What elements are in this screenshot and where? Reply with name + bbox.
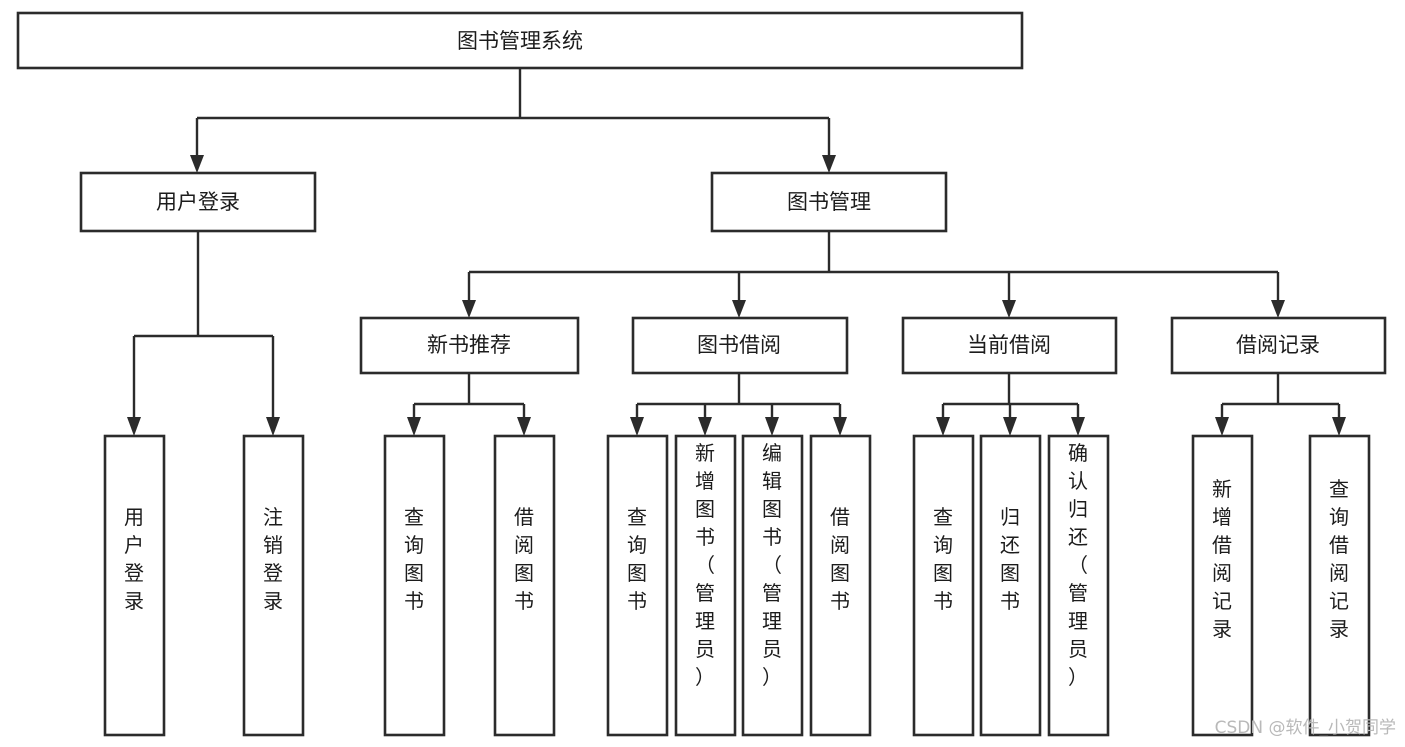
node-root-box[interactable] (16, 11, 1024, 70)
arrow-icon (1003, 417, 1017, 436)
leaf-query-book-3[interactable]: 查询图书 (912, 434, 975, 737)
arrow-icon (1071, 417, 1085, 436)
arrow-icon (1332, 417, 1346, 436)
leaf-query-book-1-label: 查询图书 (404, 505, 424, 613)
leaf-query-book-3-box[interactable] (912, 434, 975, 737)
node-current-borrow-label: 当前借阅 (967, 333, 1051, 357)
leaf-user-login-label: 用户登录 (124, 505, 144, 613)
leaf-edit-book-box[interactable] (741, 434, 804, 737)
leaf-return-book-label: 归还图书 (1000, 505, 1020, 613)
leaf-return-book[interactable]: 归还图书 (979, 434, 1042, 737)
arrow-icon (698, 417, 712, 436)
node-book-manage-box[interactable] (710, 171, 948, 233)
leaf-edit-book-label: 编辑图书（管理员） (762, 441, 782, 689)
arrow-icon (630, 417, 644, 436)
leaf-borrow-book-2[interactable]: 借阅图书 (809, 434, 872, 737)
arrow-icon (462, 300, 476, 318)
leaf-query-record-box[interactable] (1308, 434, 1371, 737)
node-book-manage[interactable]: 图书管理 (710, 171, 948, 233)
leaf-logout-label: 注销登录 (263, 505, 283, 613)
node-book-borrow-box[interactable] (631, 316, 849, 375)
node-current-borrow[interactable]: 当前借阅 (901, 316, 1118, 375)
node-borrow-record-box[interactable] (1170, 316, 1387, 375)
leaf-add-book[interactable]: 新增图书（管理员） (674, 434, 737, 737)
leaf-add-book-box[interactable] (674, 434, 737, 737)
node-borrow-record-label: 借阅记录 (1236, 333, 1320, 357)
arrow-icon (833, 417, 847, 436)
leaf-query-book-1[interactable]: 查询图书 (383, 434, 446, 737)
leaf-borrow-book-1[interactable]: 借阅图书 (493, 434, 556, 737)
leaf-confirm-return[interactable]: 确认归还（管理员） (1047, 434, 1110, 737)
arrow-icon (1002, 300, 1016, 318)
node-new-book-rec-label: 新书推荐 (427, 333, 511, 357)
leaf-add-book-label: 新增图书（管理员） (695, 441, 715, 689)
arrow-icon (936, 417, 950, 436)
node-user-login-box[interactable] (79, 171, 317, 233)
node-user-login-label: 用户登录 (156, 190, 240, 214)
leaf-query-book-3-label: 查询图书 (933, 505, 953, 613)
leaf-add-record[interactable]: 新增借阅记录 (1191, 434, 1254, 737)
leaf-return-book-box[interactable] (979, 434, 1042, 737)
connector-newbook-to-leaves (407, 373, 531, 436)
node-new-book-rec-box[interactable] (359, 316, 580, 375)
arrow-icon (127, 417, 141, 436)
leaf-add-record-label: 新增借阅记录 (1212, 477, 1232, 641)
leaf-borrow-book-1-label: 借阅图书 (514, 505, 534, 613)
arrow-icon (732, 300, 746, 318)
watermark: CSDN @软件_小贺同学 (1215, 718, 1396, 738)
arrow-icon (1215, 417, 1229, 436)
leaf-query-book-2-box[interactable] (606, 434, 669, 737)
node-book-borrow-label: 图书借阅 (697, 333, 781, 357)
connector-borrowrecord-to-leaves (1215, 373, 1346, 436)
leaf-edit-book[interactable]: 编辑图书（管理员） (741, 434, 804, 737)
leaf-logout-box[interactable] (242, 434, 305, 737)
leaf-borrow-book-1-box[interactable] (493, 434, 556, 737)
arrow-icon (266, 417, 280, 436)
leaf-query-record[interactable]: 查询借阅记录 (1308, 434, 1371, 737)
arrow-icon (822, 155, 836, 173)
arrow-icon (190, 155, 204, 173)
leaf-query-record-label: 查询借阅记录 (1329, 477, 1349, 641)
arrow-icon (1271, 300, 1285, 318)
leaf-query-book-2-label: 查询图书 (627, 505, 647, 613)
arrow-icon (765, 417, 779, 436)
connector-userlogin-to-leaves (127, 231, 280, 436)
leaf-borrow-book-2-label: 借阅图书 (830, 505, 850, 613)
node-new-book-rec[interactable]: 新书推荐 (359, 316, 580, 375)
arrow-icon (407, 417, 421, 436)
node-root[interactable]: 图书管理系统 (16, 11, 1024, 70)
leaf-confirm-return-label: 确认归还（管理员） (1068, 441, 1088, 689)
leaf-logout[interactable]: 注销登录 (242, 434, 305, 737)
arrow-icon (517, 417, 531, 436)
leaf-query-book-1-box[interactable] (383, 434, 446, 737)
node-current-borrow-box[interactable] (901, 316, 1118, 375)
leaf-user-login[interactable]: 用户登录 (103, 434, 166, 737)
node-book-borrow[interactable]: 图书借阅 (631, 316, 849, 375)
leaf-user-login-box[interactable] (103, 434, 166, 737)
leaf-confirm-return-box[interactable] (1047, 434, 1110, 737)
node-borrow-record[interactable]: 借阅记录 (1170, 316, 1387, 375)
connector-currentborrow-to-leaves (936, 373, 1085, 436)
connector-bookmanage-to-level3 (462, 231, 1285, 318)
leaf-add-record-box[interactable] (1191, 434, 1254, 737)
connector-root-to-level2 (190, 68, 836, 173)
connector-bookborrow-to-leaves (630, 373, 847, 436)
leaf-borrow-book-2-box[interactable] (809, 434, 872, 737)
node-user-login[interactable]: 用户登录 (79, 171, 317, 233)
node-book-manage-label: 图书管理 (787, 190, 871, 214)
leaf-query-book-2[interactable]: 查询图书 (606, 434, 669, 737)
node-root-label: 图书管理系统 (457, 29, 583, 53)
